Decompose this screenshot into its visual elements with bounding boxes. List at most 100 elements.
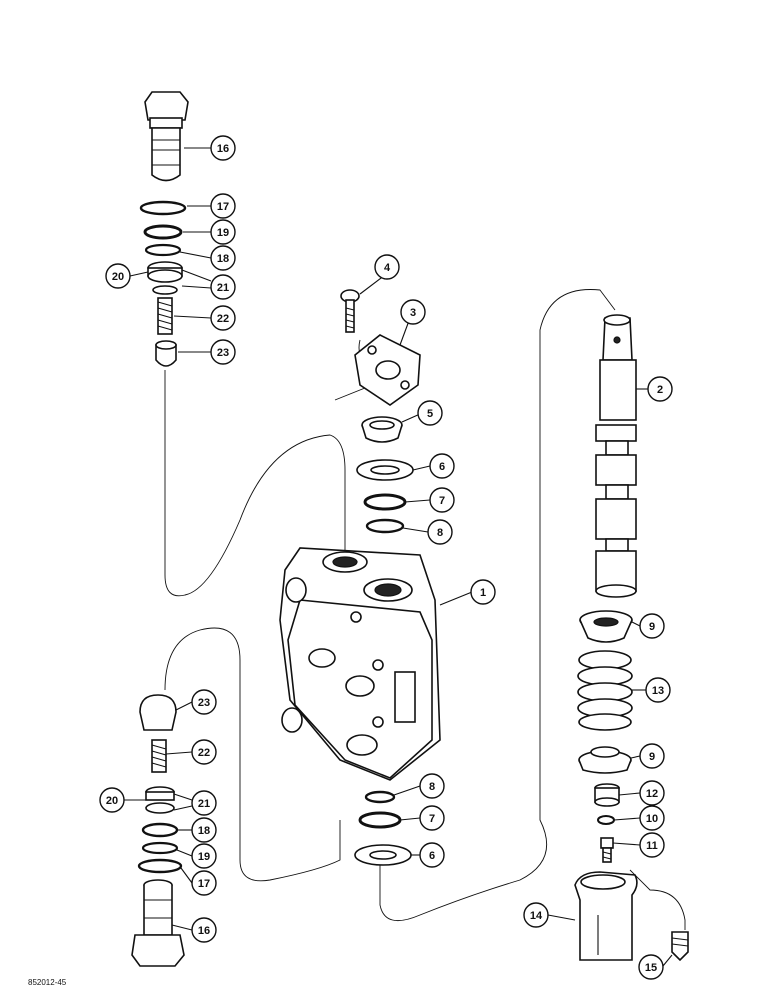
callout-11: 11 <box>639 832 665 858</box>
callout-2: 2 <box>647 376 673 402</box>
centering-spring-13 <box>577 650 633 731</box>
callout-22-bottom: 22 <box>191 739 217 765</box>
callout-18-bottom: 18 <box>191 817 217 843</box>
callout-21-bottom: 21 <box>191 790 217 816</box>
svg-text:8: 8 <box>437 527 443 539</box>
callout-8-bottom: 8 <box>419 773 445 799</box>
callout-7-top: 7 <box>429 487 455 513</box>
washer-10 <box>597 815 615 825</box>
svg-text:8: 8 <box>429 781 435 793</box>
leader-lines <box>124 147 673 967</box>
callout-13: 13 <box>645 677 671 703</box>
backup-ring-19-top <box>143 224 183 240</box>
svg-text:7: 7 <box>429 813 435 825</box>
backup-ring-7-bottom <box>358 811 402 829</box>
o-ring-8-bottom <box>364 790 396 804</box>
svg-text:4: 4 <box>384 262 391 274</box>
callout-20-top: 20 <box>105 263 131 289</box>
svg-text:10: 10 <box>646 813 658 825</box>
o-ring-18-top <box>144 243 182 257</box>
callout-23-bottom: 23 <box>191 689 217 715</box>
callout-9-bottom: 9 <box>639 743 665 769</box>
svg-text:21: 21 <box>217 282 229 294</box>
svg-text:22: 22 <box>217 313 229 325</box>
callout-3: 3 <box>400 299 426 325</box>
callout-6-bottom: 6 <box>419 842 445 868</box>
upper-relief-valve-group <box>139 91 189 367</box>
svg-text:23: 23 <box>198 697 210 709</box>
svg-text:19: 19 <box>198 851 210 863</box>
o-ring-17-bottom <box>137 858 183 874</box>
svg-text:1: 1 <box>480 587 486 599</box>
callout-20-bottom: 20 <box>99 787 125 813</box>
callout-15: 15 <box>638 954 664 980</box>
seat-21-bottom <box>145 786 175 814</box>
load-check-top-group <box>340 289 421 534</box>
plug-16-bottom <box>131 879 185 967</box>
callout-4: 4 <box>374 254 400 280</box>
backup-ring-7-top <box>363 493 407 511</box>
callout-23-top: 23 <box>210 339 236 365</box>
svg-text:12: 12 <box>646 788 658 800</box>
spring-22-bottom <box>151 739 167 773</box>
svg-text:5: 5 <box>427 408 433 420</box>
svg-text:15: 15 <box>645 962 657 974</box>
spring-22-top <box>157 297 173 335</box>
poppet-23-bottom <box>139 694 177 731</box>
callout-7-bottom: 7 <box>419 805 445 831</box>
shim-6-top <box>356 459 414 481</box>
svg-text:6: 6 <box>439 461 445 473</box>
callout-17-bottom: 17 <box>191 870 217 896</box>
seal-5 <box>361 416 403 443</box>
callout-10: 10 <box>639 805 665 831</box>
svg-text:23: 23 <box>217 347 229 359</box>
spool-2 <box>595 314 637 598</box>
svg-text:16: 16 <box>217 143 229 155</box>
load-check-bottom-group <box>354 790 412 866</box>
callout-9-top: 9 <box>639 613 665 639</box>
svg-text:18: 18 <box>198 825 210 837</box>
callout-1: 1 <box>470 579 496 605</box>
seat-21-top <box>147 261 183 295</box>
poppet-23-top <box>155 340 177 367</box>
spring-cup-9-bottom <box>578 746 632 774</box>
svg-text:17: 17 <box>198 878 210 890</box>
svg-text:2: 2 <box>657 384 663 396</box>
svg-text:14: 14 <box>530 910 543 922</box>
callout-14: 14 <box>523 902 549 928</box>
callout-17-top: 17 <box>210 193 236 219</box>
svg-text:11: 11 <box>646 840 658 852</box>
spacer-12 <box>594 783 620 807</box>
screw-4 <box>340 289 360 333</box>
callout-22-top: 22 <box>210 305 236 331</box>
svg-text:20: 20 <box>112 271 124 283</box>
svg-text:7: 7 <box>439 495 445 507</box>
callout-8-top: 8 <box>427 519 453 545</box>
callout-19-top: 19 <box>210 219 236 245</box>
drawing-number: 852012-45 <box>28 978 67 987</box>
cap-14 <box>574 871 638 961</box>
svg-text:13: 13 <box>652 685 664 697</box>
o-ring-17-top <box>139 200 187 216</box>
screw-11 <box>600 837 614 863</box>
shim-6-bottom <box>354 844 412 866</box>
svg-text:9: 9 <box>649 751 655 763</box>
svg-text:16: 16 <box>198 925 210 937</box>
plug-16-top <box>144 91 189 182</box>
svg-text:22: 22 <box>198 747 210 759</box>
callout-5: 5 <box>417 400 443 426</box>
backup-ring-19-bottom <box>141 841 179 855</box>
callout-21-top: 21 <box>210 274 236 300</box>
o-ring-18-bottom <box>141 822 179 838</box>
spring-cup-9-top <box>579 610 633 643</box>
svg-text:21: 21 <box>198 798 210 810</box>
svg-text:3: 3 <box>410 307 416 319</box>
callout-12: 12 <box>639 780 665 806</box>
lower-relief-valve-group <box>131 694 185 967</box>
o-ring-8-top <box>365 518 405 534</box>
flange-3 <box>354 334 421 406</box>
callout-18-top: 18 <box>210 245 236 271</box>
callout-6-top: 6 <box>429 453 455 479</box>
svg-text:17: 17 <box>217 201 229 213</box>
